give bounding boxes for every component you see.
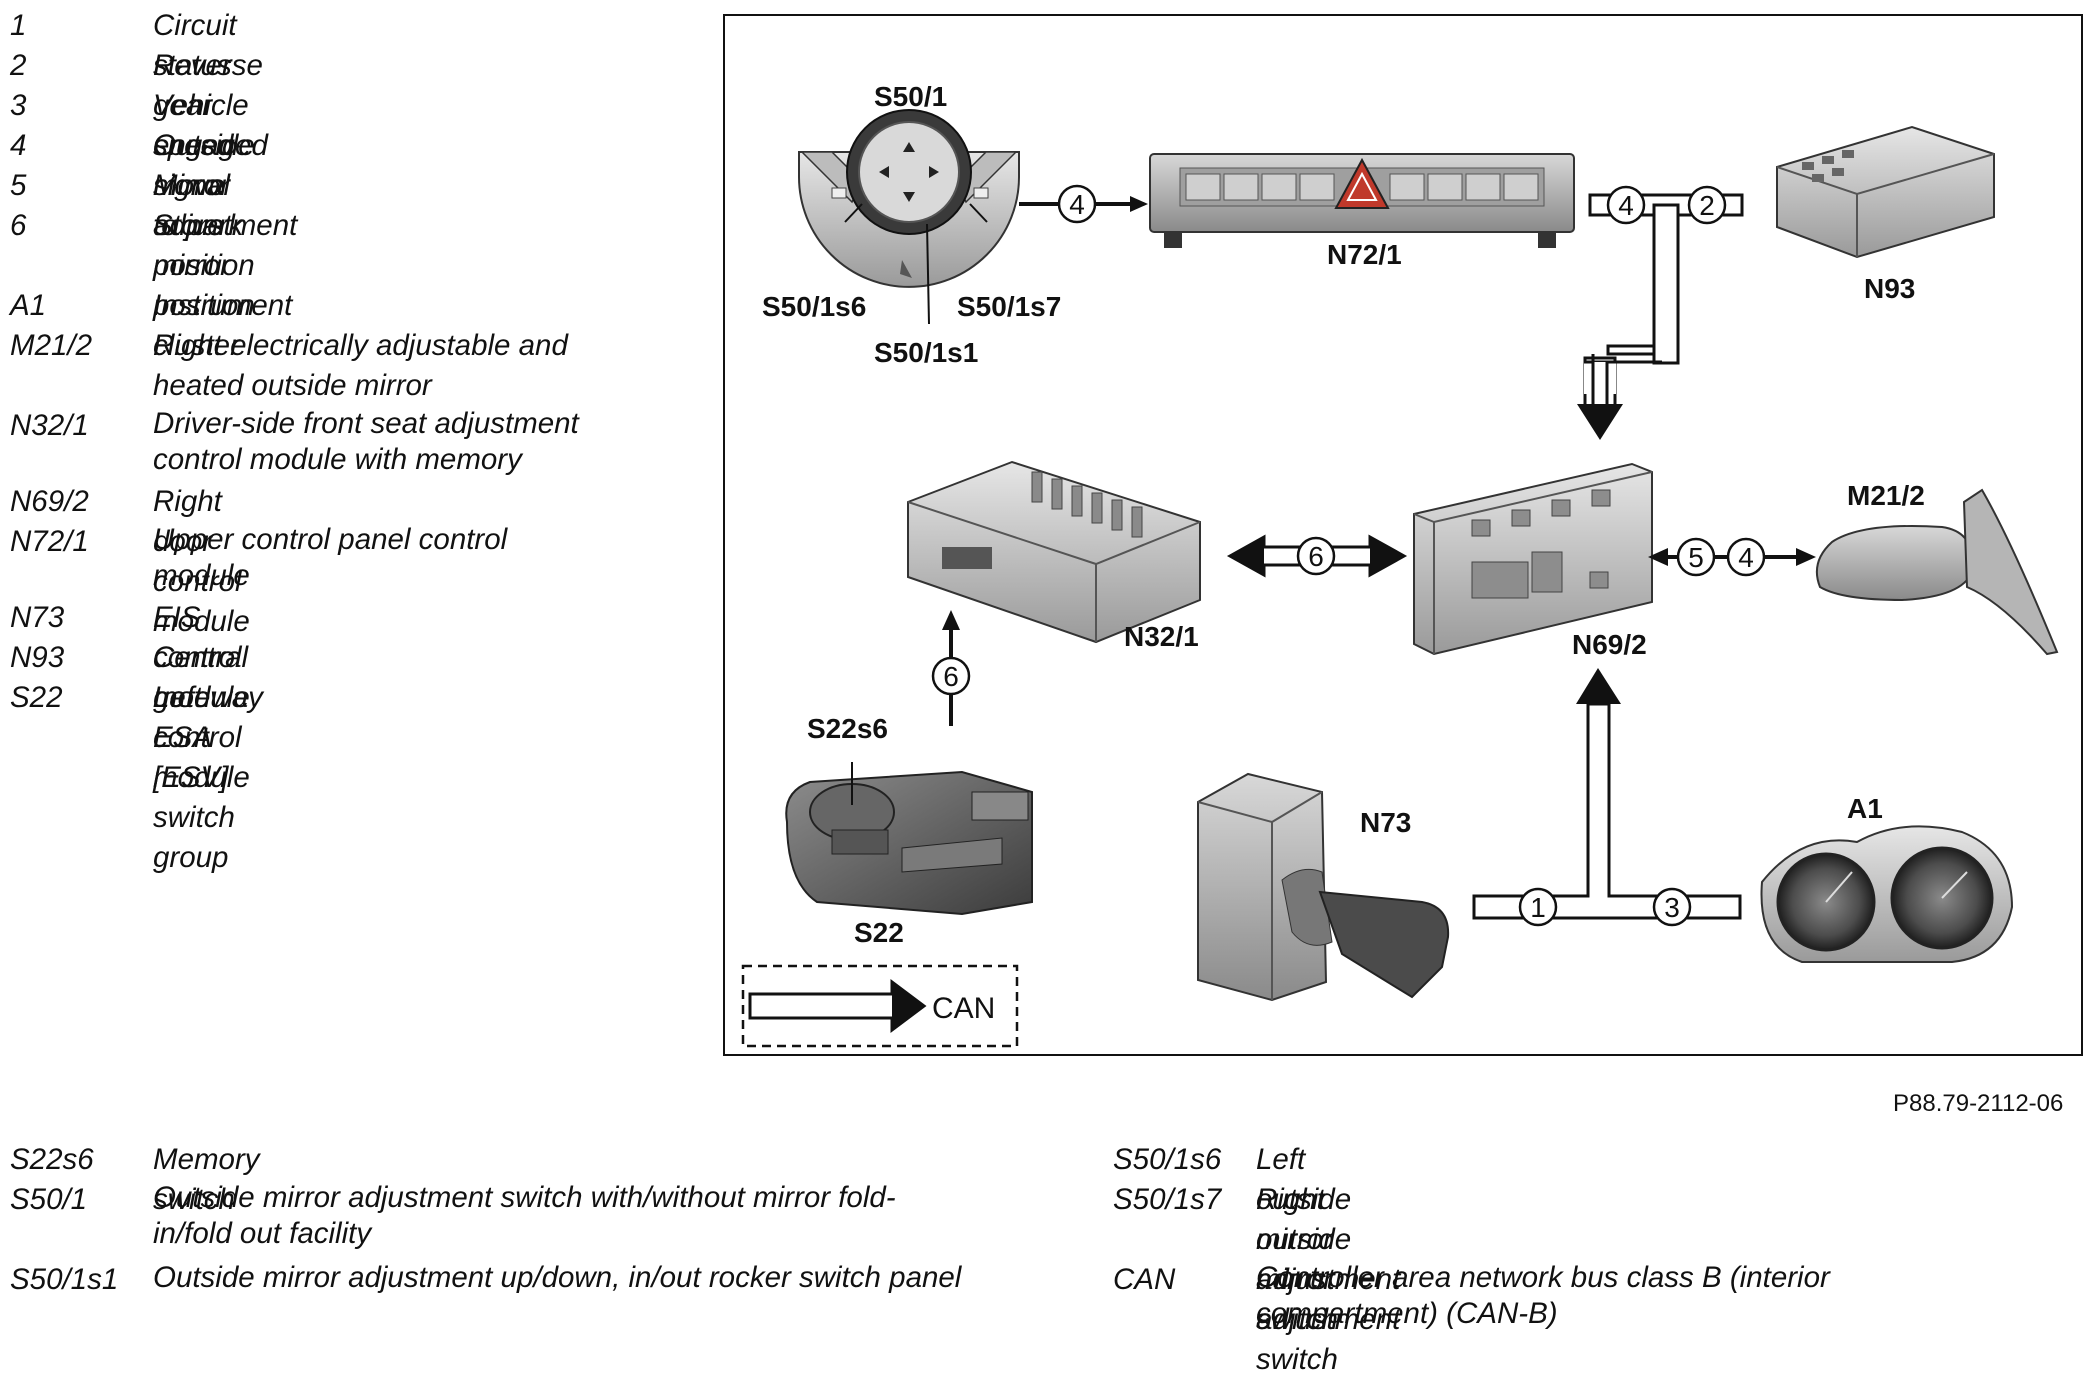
legend-desc: Outside mirror adjustment up/down, in/ou… [153, 1261, 962, 1294]
legend-desc: EIS control module [153, 601, 250, 714]
legend-code: N73 [10, 601, 65, 634]
legend-code: 3 [10, 89, 27, 122]
can-key-box [741, 964, 1019, 1048]
legend-code: S50/1s1 [10, 1263, 119, 1296]
label-s22: S22 [854, 917, 904, 948]
legend-top: 1 Circuit status 2 Reverse gear engaged 3 V… [10, 6, 650, 874]
label-n32-1: N32/1 [1124, 621, 1199, 652]
legend-desc: Right door control module [153, 485, 250, 638]
legend-code: 6 [10, 209, 27, 242]
label-s50-1s1: S50/1s1 [874, 337, 978, 368]
label-s22s6: S22s6 [807, 713, 888, 744]
legend-desc: Reverse gear engaged [153, 49, 268, 162]
legend-code: 5 [10, 169, 27, 202]
legend-desc: Upper control panel control module [153, 523, 508, 592]
n72-1-panel-image [1149, 153, 1575, 248]
can-bus-n32-n69 [1226, 534, 1408, 578]
a1-cluster-image [1760, 825, 2014, 963]
signal-4-b: 4 [1618, 190, 1634, 221]
label-s50-1: S50/1 [874, 81, 947, 112]
n73-module-image [1197, 772, 1450, 1002]
signal-3: 3 [1664, 892, 1680, 923]
legend-code: S22s6 [10, 1143, 94, 1176]
legend-code: S50/1 [10, 1183, 88, 1216]
legend-code: A1 [10, 289, 47, 322]
legend-desc: Driver-side front seat adjustment contro… [153, 407, 579, 476]
legend-bottom-right: S50/1s6 Left outside mirror adjustment sw… [1113, 1140, 2083, 1376]
legend-desc: Left ESA [ESV] switch group [153, 681, 235, 874]
can-bus-n73-a1-n69 [1472, 668, 1742, 927]
signal-line-s50-n72 [1019, 184, 1148, 224]
legend-code: 1 [10, 9, 27, 42]
legend-desc: Vehicle speed signal [153, 89, 249, 202]
m21-2-mirror-image [1816, 488, 2059, 656]
label-a1: A1 [1847, 793, 1883, 824]
label-n93: N93 [1864, 273, 1915, 304]
legend-code: N32/1 [10, 409, 89, 442]
legend-desc: Central gateway control module [153, 641, 263, 794]
signal-6-a: 6 [1308, 541, 1324, 572]
legend-code: S50/1s6 [1113, 1143, 1222, 1176]
legend-desc: Right electrically adjustable and heated… [153, 329, 568, 402]
legend-desc: Outside mirror adjustment switch with/wi… [153, 1181, 896, 1250]
diagram-frame: S50/1 S50/1s6 S50/1s7 S50/1s1 4 N72/1 [723, 14, 2083, 1056]
signal-6-b: 6 [943, 661, 959, 692]
legend-code: N93 [10, 641, 65, 674]
n93-module-image [1776, 125, 1995, 259]
legend-code: S22 [10, 681, 63, 714]
label-n72-1: N72/1 [1327, 239, 1402, 270]
legend-desc: Outside mirror adjustment [153, 129, 298, 242]
legend-code: M21/2 [10, 329, 92, 362]
s22-switch-image [785, 762, 1033, 916]
n32-1-module-image [907, 460, 1201, 644]
diagram-canvas: S50/1 S50/1s6 S50/1s7 S50/1s1 4 N72/1 [741, 81, 2059, 1048]
legend-code: 4 [10, 129, 27, 162]
signal-4-a: 4 [1069, 189, 1085, 220]
signal-line-s22-n32 [931, 610, 971, 726]
legend-desc: Memory switch [153, 1143, 260, 1216]
signal-line-n69-m21 [1648, 537, 1816, 577]
legend-code: N72/1 [10, 525, 89, 558]
can-bus-n72-n93-n69 [1577, 185, 1744, 440]
label-m21-2: M21/2 [1847, 480, 1925, 511]
legend-desc: Left outside mirror adjustment switch [1256, 1143, 1401, 1336]
label-n73: N73 [1360, 807, 1411, 838]
signal-2: 2 [1699, 190, 1715, 221]
legend-desc: Store mirror position [153, 209, 255, 322]
signal-4-c: 4 [1738, 542, 1754, 573]
signal-1: 1 [1530, 892, 1546, 923]
signal-5: 5 [1688, 542, 1704, 573]
s50-1-switch-image [798, 109, 1020, 325]
legend-desc: Instrument cluster [153, 289, 293, 362]
label-s50-1s6: S50/1s6 [762, 291, 866, 322]
figure-reference: P88.79-2112-06 [1893, 1090, 2064, 1117]
legend-code: 2 [10, 49, 27, 82]
legend-desc: Circuit status [153, 9, 237, 82]
label-n69-2: N69/2 [1572, 629, 1647, 660]
can-key-label: CAN [932, 992, 995, 1025]
legend-code: N69/2 [10, 485, 89, 518]
legend-desc: Move to park position [153, 169, 255, 282]
legend-code: CAN [1113, 1263, 1176, 1296]
n69-2-module-image [1413, 462, 1653, 656]
legend-code: S50/1s7 [1113, 1183, 1222, 1216]
label-s50-1s7: S50/1s7 [957, 291, 1061, 322]
legend-desc: Controller area network bus class B (int… [1256, 1261, 1830, 1330]
